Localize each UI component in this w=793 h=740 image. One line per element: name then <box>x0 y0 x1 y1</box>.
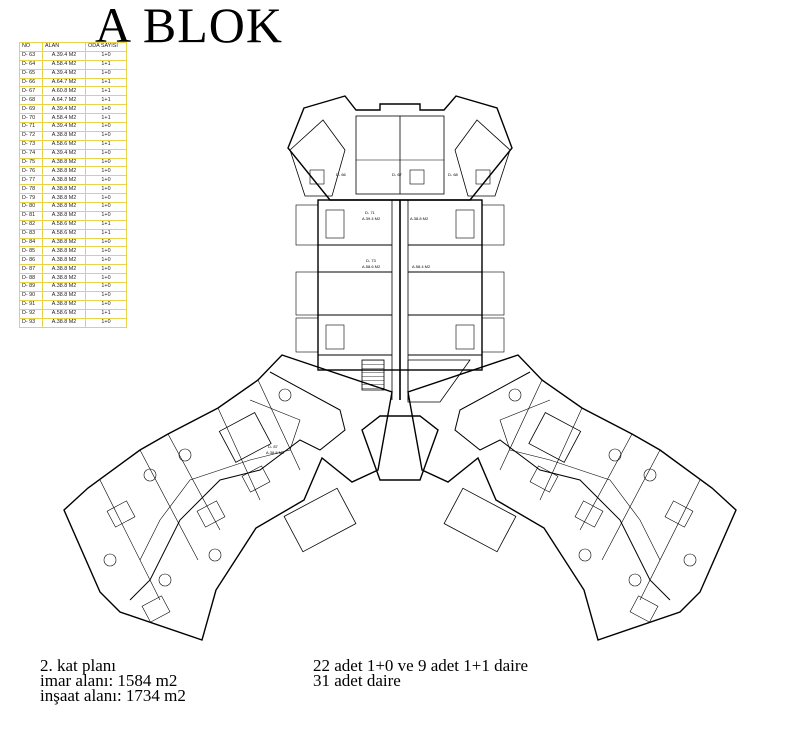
plan-label-d68: D- 68 <box>448 172 459 177</box>
plan-label-d70-area: A.58.4 M2 <box>412 264 431 269</box>
plan-label-d72-area: A.38.8 M2 <box>410 216 429 221</box>
cell-oda-sayisi: 1+0 <box>85 317 127 328</box>
central-hexagon-room <box>361 415 439 481</box>
page-title: A BLOK <box>95 0 283 53</box>
north-fan-wing <box>287 95 513 201</box>
construction-area: inşaat alanı: 1734 m2 <box>40 686 186 705</box>
zoning-area: imar alanı: 1584 m2 <box>40 671 178 690</box>
floor-info: 2. kat planı imar alanı: 1584 m2 inşaat … <box>40 656 186 705</box>
plan-label-d73: D- 73 <box>366 258 377 263</box>
plan-label-d87-area: A.38.8 M2 <box>266 450 285 455</box>
plan-label-d67: D- 67 <box>392 172 403 177</box>
plan-label-d66: D- 66 <box>336 172 347 177</box>
plan-unit-labels: D- 66 D- 67 D- 68 D- 71 A.39.4 M2 A.38.8… <box>266 172 459 455</box>
total-unit-count: 31 adet daire <box>313 671 401 690</box>
floor-name: 2. kat planı <box>40 656 117 675</box>
unit-summary: 22 adet 1+0 ve 9 adet 1+1 daire 31 adet … <box>313 656 529 690</box>
plan-label-d87: D- 87 <box>268 444 279 449</box>
plan-label-d71-area: A.39.4 M2 <box>362 216 381 221</box>
plan-label-d71: D- 71 <box>365 210 376 215</box>
west-wing <box>63 354 393 641</box>
plan-label-d73-area: A.58.6 M2 <box>362 264 381 269</box>
central-spine <box>295 199 505 403</box>
unit-type-counts: 22 adet 1+0 ve 9 adet 1+1 daire <box>313 656 529 675</box>
east-wing <box>407 354 737 641</box>
